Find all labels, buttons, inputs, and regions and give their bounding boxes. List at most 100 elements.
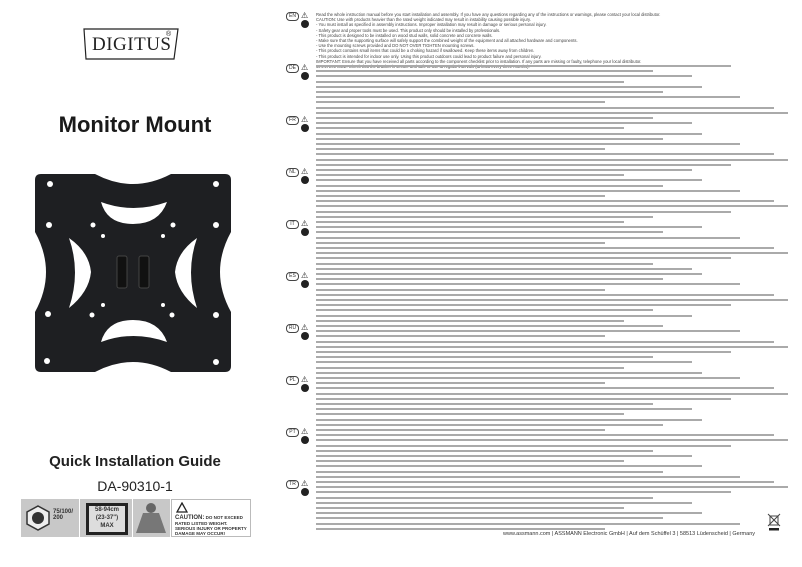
hand-icon (301, 488, 309, 496)
text-line (316, 439, 789, 442)
text-line (316, 127, 625, 130)
text-line (316, 429, 606, 431)
text-line: Read the whole instruction manual before… (316, 12, 661, 17)
text-line (316, 304, 731, 307)
text-line: - This product is intended for indoor us… (316, 53, 542, 59)
text-line (316, 101, 606, 104)
text-line (316, 257, 731, 260)
text-line (316, 298, 789, 301)
section-text-lines (316, 221, 798, 273)
digitus-logo: DIGITUS ® (83, 28, 179, 60)
text-line (316, 350, 731, 353)
section-ru: RU⚠ (286, 324, 798, 376)
screen-size-max: MAX (100, 523, 114, 529)
text-line (316, 460, 625, 463)
hand-icon (301, 280, 309, 288)
text-line (316, 85, 702, 88)
text-line (316, 465, 702, 468)
text-line (316, 470, 664, 473)
text-line (316, 75, 692, 78)
text-line (316, 90, 664, 93)
screen-size-inch: (23-37") (95, 515, 119, 521)
text-line (316, 174, 625, 177)
text-line (316, 506, 625, 509)
warning-icon: ⚠ (301, 11, 309, 20)
text-line (316, 330, 741, 333)
caution-heading: CAUTION: (175, 515, 205, 521)
guide-title: Quick Installation Guide (49, 453, 221, 470)
multilingual-instructions: EN⚠Read the whole instruction manual bef… (286, 12, 798, 532)
text-line (316, 454, 692, 457)
spec-icons: 75/100/ 200 58-94cm (23-37") MAX CAUTION… (21, 499, 251, 537)
text-line (316, 132, 702, 135)
text-line (316, 434, 774, 437)
logo-text: DIGITUS (92, 34, 172, 55)
text-line (316, 184, 664, 187)
text-line (316, 397, 731, 400)
text-line (316, 423, 664, 426)
text-line (316, 215, 654, 218)
text-line (316, 418, 702, 421)
text-line (316, 148, 606, 151)
section-text-lines (316, 169, 798, 221)
text-line (316, 402, 654, 405)
text-line (316, 226, 702, 229)
weight-icon (133, 499, 170, 537)
text-line: IMPORTANT: Ensure that you have received… (316, 58, 642, 64)
section-pl: PL⚠ (286, 376, 798, 428)
screen-size-cm: 58-94cm (94, 507, 120, 513)
text-line (316, 356, 654, 359)
text-line (316, 189, 741, 192)
text-line (316, 444, 731, 447)
language-badge: IT (286, 220, 299, 229)
warning-icon: ⚠ (301, 427, 309, 436)
registered-mark: ® (166, 31, 172, 38)
text-line: - Use the mounting screws provided and D… (316, 43, 475, 49)
text-line (316, 231, 664, 234)
text-line (316, 194, 606, 197)
language-badge: FR (286, 116, 299, 125)
warning-icon: ⚠ (301, 271, 309, 280)
section-it: IT⚠ (286, 220, 798, 272)
text-line (316, 501, 692, 504)
hand-icon (301, 228, 309, 236)
warning-icon: ⚠ (301, 323, 309, 332)
hand-icon (301, 124, 309, 132)
section-text: Read the whole instruction manual before… (316, 12, 798, 69)
text-line (316, 491, 731, 494)
text-line (316, 267, 692, 270)
text-line (316, 408, 692, 411)
text-line (316, 158, 789, 161)
text-line (316, 122, 692, 125)
text-line (316, 325, 664, 327)
language-badge: TR (286, 480, 299, 489)
text-line (316, 200, 774, 203)
text-line (316, 252, 789, 255)
text-line (316, 309, 654, 312)
text-line (316, 221, 625, 223)
section-text-lines (316, 377, 798, 429)
text-line (316, 382, 606, 385)
text-line (316, 475, 741, 478)
text-line (316, 205, 789, 208)
hand-icon (301, 332, 309, 340)
text-line (316, 377, 741, 379)
text-line (316, 361, 692, 364)
text-line (316, 449, 654, 452)
language-badge: PT (286, 428, 299, 437)
text-line (316, 413, 625, 416)
model-number: DA-90310-1 (97, 478, 173, 494)
language-badge: ES (286, 272, 299, 281)
product-title: Monitor Mount (58, 112, 212, 137)
language-badge: PL (286, 376, 299, 385)
text-line (316, 278, 664, 281)
text-line (316, 340, 774, 343)
warning-icon: ⚠ (301, 167, 309, 176)
text-line (316, 163, 731, 166)
text-line (316, 236, 741, 239)
section-tr: TR⚠ (286, 480, 798, 532)
vesa-label: 75/100/ 200 (53, 509, 74, 521)
hand-icon (301, 384, 309, 392)
text-line (316, 241, 606, 244)
crossed-bin-icon (767, 513, 781, 531)
